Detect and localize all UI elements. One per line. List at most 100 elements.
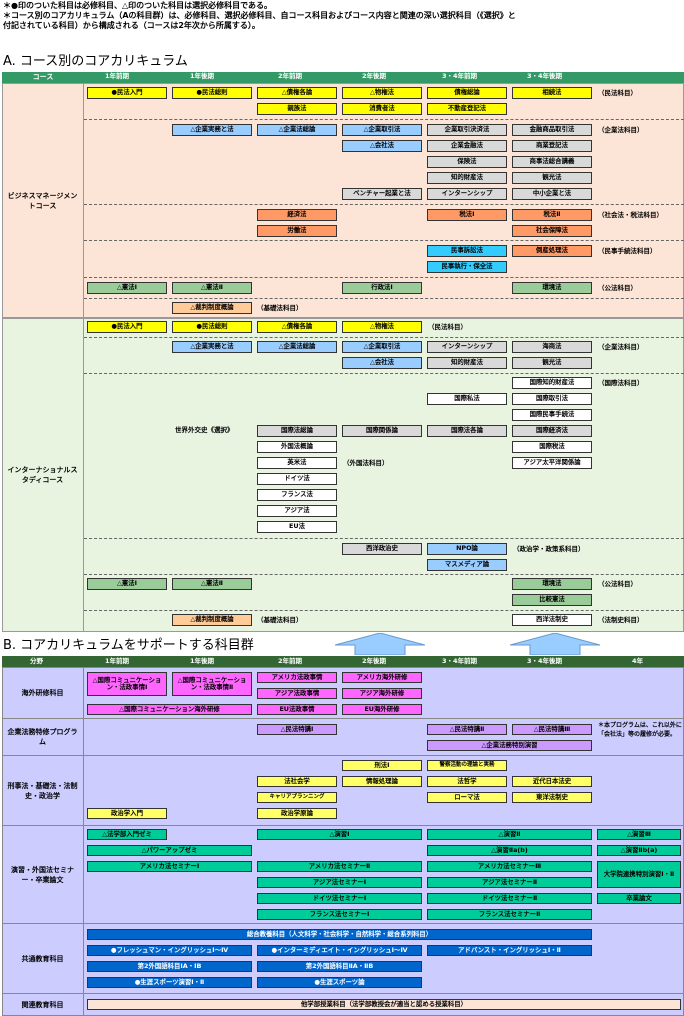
course-box: △債権各論 (257, 87, 337, 99)
intl-tag-politics: （政治学・政策系科目） (513, 545, 585, 553)
course-box: 環境法 (512, 578, 592, 590)
course-box: △憲法Ⅰ (87, 578, 167, 590)
abroad-label: 海外研修科目 (2, 667, 84, 719)
course-box: ●民法総則 (172, 321, 252, 333)
support-arrow-right (510, 633, 600, 655)
course-box: 政治学原論 (257, 808, 337, 819)
course-box: △民法特講Ⅱ (427, 724, 507, 735)
course-box: 国際法各論 (427, 425, 507, 437)
course-box: △演習Ⅲ (597, 829, 681, 840)
intl-tag-basic: （基礎法科目） (257, 616, 303, 624)
b-header-4: 4年 (632, 657, 644, 665)
a-header-3a: 3・4年前期 (442, 72, 478, 80)
divider (84, 337, 684, 338)
b-header-row (2, 656, 684, 667)
course-box: 保険法 (427, 156, 507, 168)
course-box: EU海外研修 (342, 704, 422, 715)
course-box: 税法Ⅰ (427, 209, 507, 221)
course-box: 比較憲法 (512, 594, 592, 606)
course-box: EU法政事情 (257, 704, 337, 715)
course-box: 刑法Ⅰ (342, 760, 422, 771)
course-box: アメリカ海外研修 (342, 672, 422, 683)
course-box: アドバンスト・イングリッシュⅠ・Ⅱ (427, 945, 592, 956)
course-box: EU法 (257, 521, 337, 533)
course-box: 第2外国語科目ⅠA・ⅠB (87, 961, 252, 972)
corp-label: 企業法務特修プログラム (2, 719, 84, 756)
course-box: 倒産処理法 (512, 245, 592, 257)
course-box: ●インターミディエイト・イングリッシュⅠ～Ⅳ (257, 945, 422, 956)
criminal-label: 刑事法・基礎法・法制史・政治学 (2, 756, 84, 826)
course-box: 他学部授業科目（法学部教授会が適当と認める授業科目） (87, 999, 681, 1010)
course-box: 消費者法 (342, 103, 422, 115)
course-box: 国際経済法 (512, 425, 592, 437)
business-tag-procedure: （民事手続法科目） (598, 247, 657, 255)
course-box: アジア法 (257, 505, 337, 517)
business-band (2, 83, 684, 318)
course-box: 外国法概論 (257, 441, 337, 453)
course-box: フランス法セミナーⅠ (257, 909, 422, 920)
course-box: △憲法Ⅱ (172, 282, 252, 294)
course-box: △演習Ⅱ (427, 829, 592, 840)
course-box: 国際法総論 (257, 425, 337, 437)
note-2: ＊コース別のコアカリキュラム（Aの科目群）は、必修科目、選択必修科目、自コース科… (3, 11, 516, 20)
course-box: △債権各論 (257, 321, 337, 333)
course-box: 労働法 (257, 225, 337, 237)
course-box: △企業実務と法 (172, 124, 252, 136)
course-box: 観光法 (512, 357, 592, 369)
b-header-field: 分野 (30, 657, 43, 665)
b-header-2b: 2年後期 (362, 657, 387, 665)
business-tag-basic: （基礎法科目） (257, 304, 303, 312)
note-3: 付記されている科目）から構成される（コースは2年次から所属する）。 (3, 21, 260, 30)
arrow-left-shape (335, 633, 425, 655)
course-box: △演習Ⅱa(b) (427, 845, 592, 856)
course-box: 警察活動の理論と実務 (427, 760, 507, 771)
course-box: キャリアプランニング (257, 792, 337, 803)
intl-tag-history: （法制史科目） (598, 616, 644, 624)
course-box: 国際関係論 (342, 425, 422, 437)
course-box: △演習Ⅱb(a) (597, 845, 681, 856)
course-box: 民事執行・保全法 (427, 261, 507, 273)
course-box: 債権総論 (427, 87, 507, 99)
course-box: ●生涯スポーツ論 (257, 977, 422, 988)
divider (84, 119, 684, 120)
corp-band (84, 719, 684, 756)
course-box: 民事訴訟法 (427, 245, 507, 257)
course-box: アメリカ法セミナーⅢ (427, 861, 592, 872)
course-box: 経済法 (257, 209, 337, 221)
intl-tag-intl: （国際法科目） (598, 379, 644, 387)
course-box: 知的財産法 (427, 357, 507, 369)
course-box: 商業登記法 (512, 140, 592, 152)
international-label: インターナショナルスタディコース (2, 318, 84, 632)
course-box: △憲法Ⅰ (87, 282, 167, 294)
course-box: ドイツ法セミナーⅡ (427, 893, 592, 904)
divider (84, 204, 684, 205)
divider (84, 373, 684, 374)
course-box: NPO論 (427, 543, 507, 555)
course-box: △国際コミュニケーション・法政事情Ⅱ (172, 672, 252, 696)
course-box: △企業取引法 (342, 341, 422, 353)
course-box: △企業法総論 (257, 341, 337, 353)
course-box: △民法特講Ⅲ (512, 724, 592, 735)
course-box: 国際取引法 (512, 393, 592, 405)
b-header-3b: 3・4年後期 (527, 657, 563, 665)
course-box: 国際私法 (427, 393, 507, 405)
course-box: 国際知的財産法 (512, 377, 592, 389)
b-header-1b: 1年後期 (190, 657, 215, 665)
course-box: 税法Ⅱ (512, 209, 592, 221)
course-box: フランス法セミナーⅡ (427, 909, 592, 920)
course-box: マスメディア論 (427, 559, 507, 571)
course-box: ドイツ法 (257, 473, 337, 485)
course-box: 情報処理論 (342, 776, 422, 787)
divider (84, 610, 684, 611)
common-label: 共通教育科目 (2, 924, 84, 994)
course-box: 企業取引決済法 (427, 124, 507, 136)
course-box: △企業取引法 (342, 124, 422, 136)
course-box: △憲法Ⅱ (172, 578, 252, 590)
business-tag-civil: （民法科目） (598, 89, 637, 97)
divider (84, 298, 684, 299)
intl-tag-corp: （企業法科目） (598, 343, 644, 351)
a-header-1a: 1年前期 (105, 72, 130, 80)
course-box: アメリカ法政事情 (257, 672, 337, 683)
support-arrow-left (335, 633, 425, 655)
course-box: △法学部入門ゼミ (87, 829, 167, 840)
